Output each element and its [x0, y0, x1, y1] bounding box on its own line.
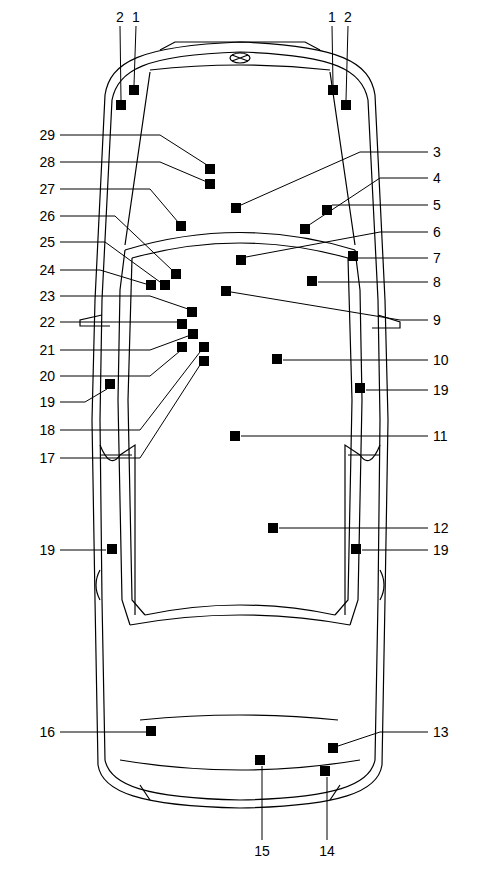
callout-number: 11 — [432, 428, 449, 444]
callout-number: 13 — [432, 724, 450, 740]
callout-number: 14 — [318, 843, 336, 859]
callout-number: 19 — [38, 542, 56, 558]
callout-number: 12 — [432, 520, 450, 536]
callout-number: 17 — [38, 450, 56, 466]
callout-number: 28 — [38, 154, 56, 170]
callout-number: 10 — [432, 352, 450, 368]
location-marker — [105, 85, 365, 776]
callout-number: 3 — [432, 144, 442, 160]
callout-number: 2 — [115, 9, 125, 25]
callout-number: 22 — [38, 314, 56, 330]
callout-number: 29 — [38, 127, 56, 143]
callout-number: 19 — [432, 382, 450, 398]
callout-number: 21 — [38, 342, 56, 358]
callout-number: 19 — [432, 542, 450, 558]
callout-number: 23 — [38, 288, 56, 304]
callout-number: 5 — [432, 197, 442, 213]
callout-number: 25 — [38, 234, 56, 250]
callout-number: 24 — [38, 262, 56, 278]
callout-number: 1 — [327, 9, 337, 25]
callout-number: 26 — [38, 208, 56, 224]
callout-number: 19 — [38, 394, 56, 410]
callout-number: 4 — [432, 170, 442, 186]
callout-number: 9 — [432, 312, 442, 328]
callout-number: 27 — [38, 181, 56, 197]
callout-number: 1 — [131, 9, 141, 25]
callout-number: 18 — [38, 422, 56, 438]
callout-number: 8 — [432, 274, 442, 290]
callout-number: 20 — [38, 368, 56, 384]
callout-number: 6 — [432, 224, 442, 240]
callout-number: 2 — [343, 9, 353, 25]
callout-number: 15 — [253, 843, 271, 859]
callout-number: 16 — [38, 724, 56, 740]
callout-number: 7 — [432, 250, 442, 266]
